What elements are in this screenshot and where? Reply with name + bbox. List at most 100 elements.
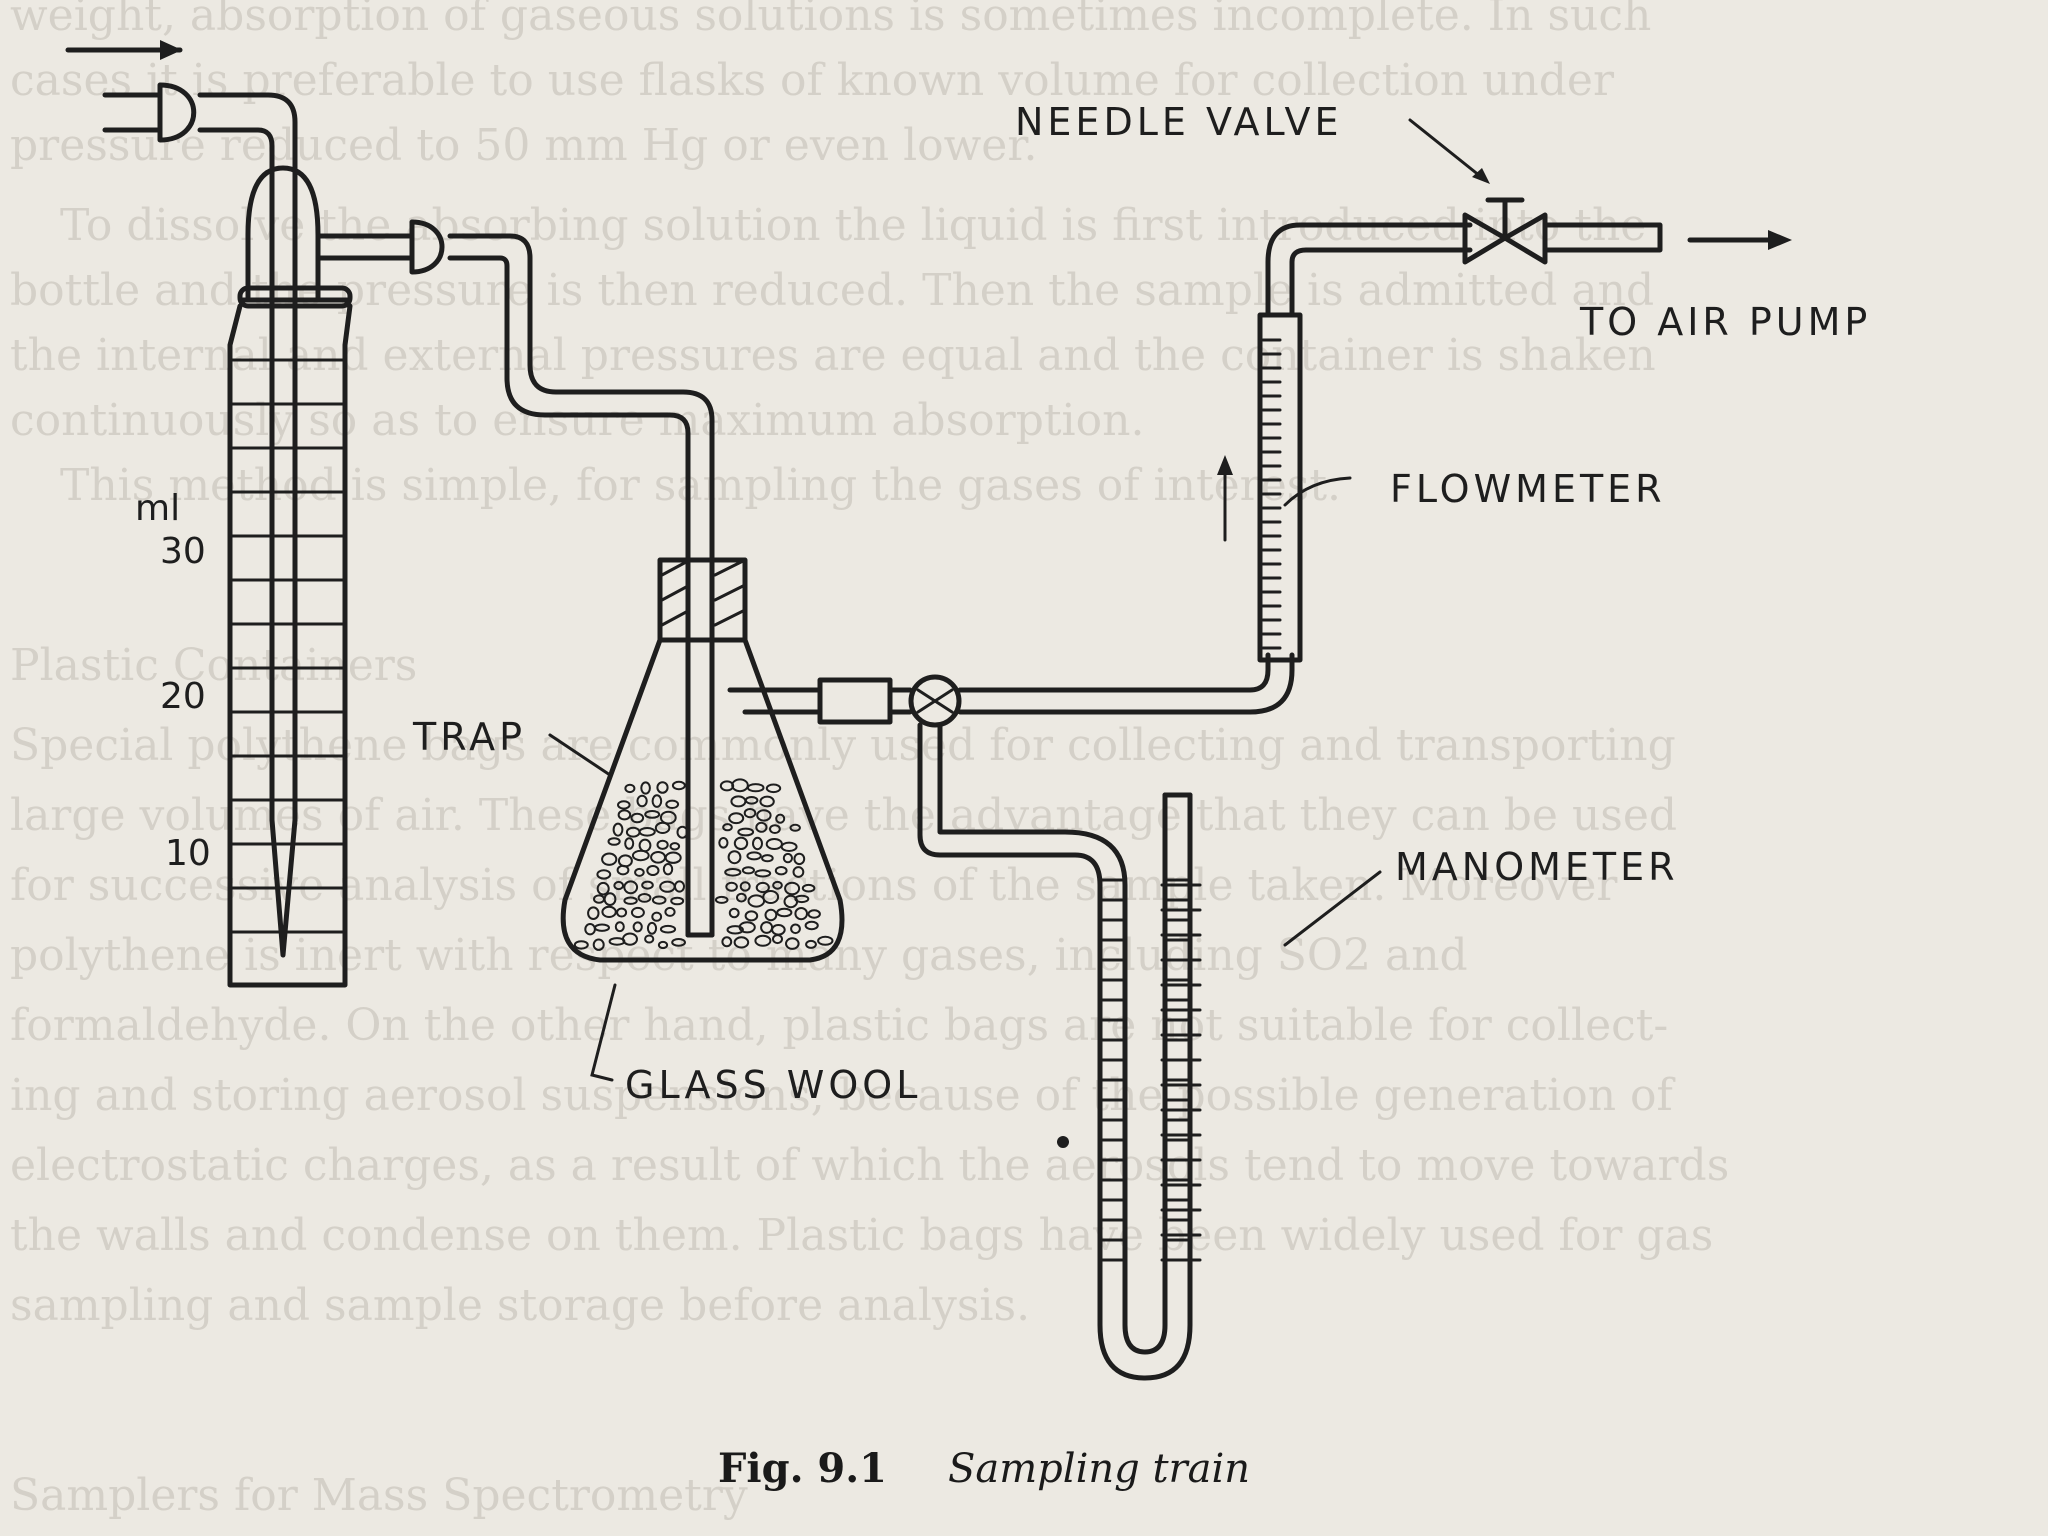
bleed-line: the internal and external pressures are … <box>10 330 1656 381</box>
glass-wool-label: GLASS WOOL <box>625 1063 921 1107</box>
bleed-line: Special polythene bags are commonly used… <box>10 720 1676 771</box>
bleed-through-text: weight, absorption of gaseous solutions … <box>10 0 1729 1521</box>
manometer-leader <box>1283 870 1382 947</box>
glass-wool-fiber <box>731 778 749 793</box>
graduation-label: 20 <box>160 676 206 717</box>
glass-wool-fiber <box>646 865 660 876</box>
bleed-line: continuously so as to ensure maximum abs… <box>10 395 1144 446</box>
glass-wool-fiber <box>596 881 610 896</box>
glass-wool-fiber <box>587 906 600 921</box>
figure-caption: Fig. 9.1 Sampling train <box>718 1445 1250 1492</box>
glass-wool-fiber <box>641 880 654 890</box>
glass-wool-fiber <box>727 850 742 865</box>
glass-wool-fiber <box>616 864 630 876</box>
rubber-connector <box>817 677 893 725</box>
glass-wool-fiber <box>656 839 669 850</box>
pipe-to-flowmeter <box>957 652 1271 693</box>
graduation-ticks <box>228 358 347 934</box>
glass-wool-fiber <box>638 827 656 837</box>
glass-wool-fiber <box>784 881 801 896</box>
flowmeter-leader <box>1283 476 1352 507</box>
hatch-line <box>660 584 690 602</box>
glass-wool-fiber <box>805 939 817 949</box>
needle-valve <box>1462 197 1548 265</box>
glass-wool-fiber <box>725 881 738 892</box>
bleed-line: cases it is preferable to use flasks of … <box>10 55 1615 106</box>
bleed-line: electrostatic charges, as a result of wh… <box>10 1140 1729 1191</box>
absorber-head <box>245 165 321 303</box>
glass-wool-fiber <box>676 825 689 839</box>
glass-wool-fiber <box>782 852 794 864</box>
graduation-label: 30 <box>160 531 206 572</box>
bleed-line: large volumes of air. These bags have th… <box>10 790 1677 841</box>
glass-wool-fiber <box>801 883 816 893</box>
glass-wool-fiber <box>772 880 783 890</box>
glass-wool-fiber <box>714 895 729 904</box>
hatch-line <box>713 584 745 602</box>
glass-wool-fiber <box>630 812 645 824</box>
glass-wool-fiber <box>752 836 763 851</box>
glass-wool-fiber <box>662 863 674 876</box>
glass-wool-fiber <box>616 907 628 918</box>
flow-up-arrow-icon <box>1217 455 1233 475</box>
glass-wool-fiber <box>722 823 733 832</box>
glass-wool-fiber <box>624 837 635 850</box>
hatch-line <box>713 559 745 577</box>
glass-wool-fiber <box>739 881 751 892</box>
glass-wool-fiber <box>659 810 677 825</box>
glass-wool-fiber <box>746 783 765 793</box>
glass-wool-fiber <box>659 924 677 934</box>
graduation-unit: ml <box>135 488 180 529</box>
glass-wool-fiber <box>776 907 793 918</box>
glass-wool-fiber <box>596 869 612 880</box>
glass-wool-fiber <box>631 849 650 862</box>
glass-wool-fiber <box>613 880 625 891</box>
glass-wool-fiber <box>622 932 638 946</box>
glass-wool-fiber <box>623 896 638 905</box>
glass-wool-fiber <box>761 854 774 863</box>
valve-body <box>1462 212 1508 265</box>
glass-wool-fiber <box>756 809 772 822</box>
bleed-line: Plastic Containers <box>10 640 417 691</box>
glass-wool-fiber <box>741 866 756 875</box>
glass-wool-fiber <box>614 921 625 933</box>
glass-wool-fiber <box>664 851 682 864</box>
glass-wool-fiber <box>764 908 778 922</box>
inlet-arrow-icon <box>160 40 182 60</box>
glass-wool-fiber <box>754 934 772 947</box>
outlet-arrow-icon <box>1768 230 1792 250</box>
glass-wool-fiber <box>772 934 783 945</box>
manometer-label: MANOMETER <box>1395 845 1679 889</box>
bleed-line: weight, absorption of gaseous solutions … <box>10 0 1651 41</box>
glass-wool-fiber <box>792 866 805 878</box>
glass-wool-fiber <box>737 827 755 837</box>
glass-wool-fiber <box>573 940 589 950</box>
outlet-connector <box>409 219 445 275</box>
glass-wool-fiber <box>669 842 681 851</box>
graduated-absorber: ml 30 20 10 <box>65 40 445 988</box>
trap-label: TRAP <box>412 715 526 759</box>
manometer-tube-outer <box>917 722 1193 1381</box>
glass-wool-fiber <box>601 852 618 866</box>
pipe-to-trap <box>447 255 691 563</box>
glass-wool-fiber <box>738 921 756 934</box>
glass-wool-fiber <box>724 868 742 877</box>
hatch-line <box>660 609 690 627</box>
glass-wool-fiber <box>733 836 749 850</box>
bleed-line: sampling and sample storage before analy… <box>10 1280 1030 1331</box>
pipe-to-valve <box>1289 247 1473 318</box>
pipe-to-pump <box>1542 222 1663 253</box>
glass-wool-leader <box>590 983 617 1082</box>
glass-wool-fiber <box>594 923 610 932</box>
bleed-line: formaldehyde. On the other hand, plastic… <box>10 1000 1668 1051</box>
glass-wool-fiber <box>674 880 685 893</box>
glass-wool-fiber <box>754 869 772 878</box>
glass-wool-fiber <box>651 794 663 808</box>
hatch-line <box>660 559 690 577</box>
glass-wool-fiber <box>630 906 645 919</box>
glass-wool-fiber <box>592 938 605 951</box>
glass-wool-fiber <box>755 881 770 894</box>
glass-wool-fiber <box>665 799 680 809</box>
glass-wool-fiber <box>617 809 632 821</box>
